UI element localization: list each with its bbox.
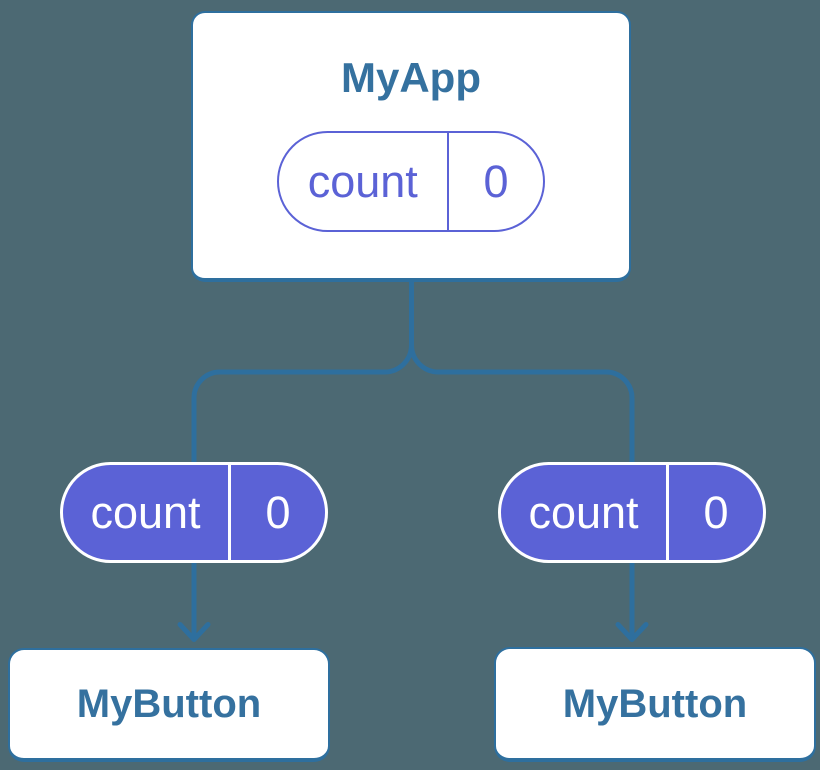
node-myapp: MyApp count 0 [191,11,631,282]
left-arrowhead-icon [177,622,211,642]
state-name: count [528,486,639,538]
pill-divider [228,465,231,560]
node-myapp-title: MyApp [341,54,481,101]
state-pill-left-button: count 0 [60,462,328,563]
parent-to-children-connector [191,270,635,638]
right-arrowhead-icon [615,622,649,642]
state-pill-myapp: count 0 [277,131,545,233]
state-pill-right-button: count 0 [498,462,766,563]
state-value: 0 [265,486,291,538]
state-value: 0 [703,486,729,538]
node-mybutton-left: MyButton [8,648,330,762]
node-mybutton-left-title: MyButton [76,682,262,726]
pill-divider [446,133,449,231]
pill-divider [666,465,669,560]
node-mybutton-right-title: MyButton [562,681,748,726]
state-name: count [307,155,418,207]
node-mybutton-right: MyButton [494,647,816,762]
state-value: 0 [483,155,509,207]
state-name: count [90,486,201,538]
